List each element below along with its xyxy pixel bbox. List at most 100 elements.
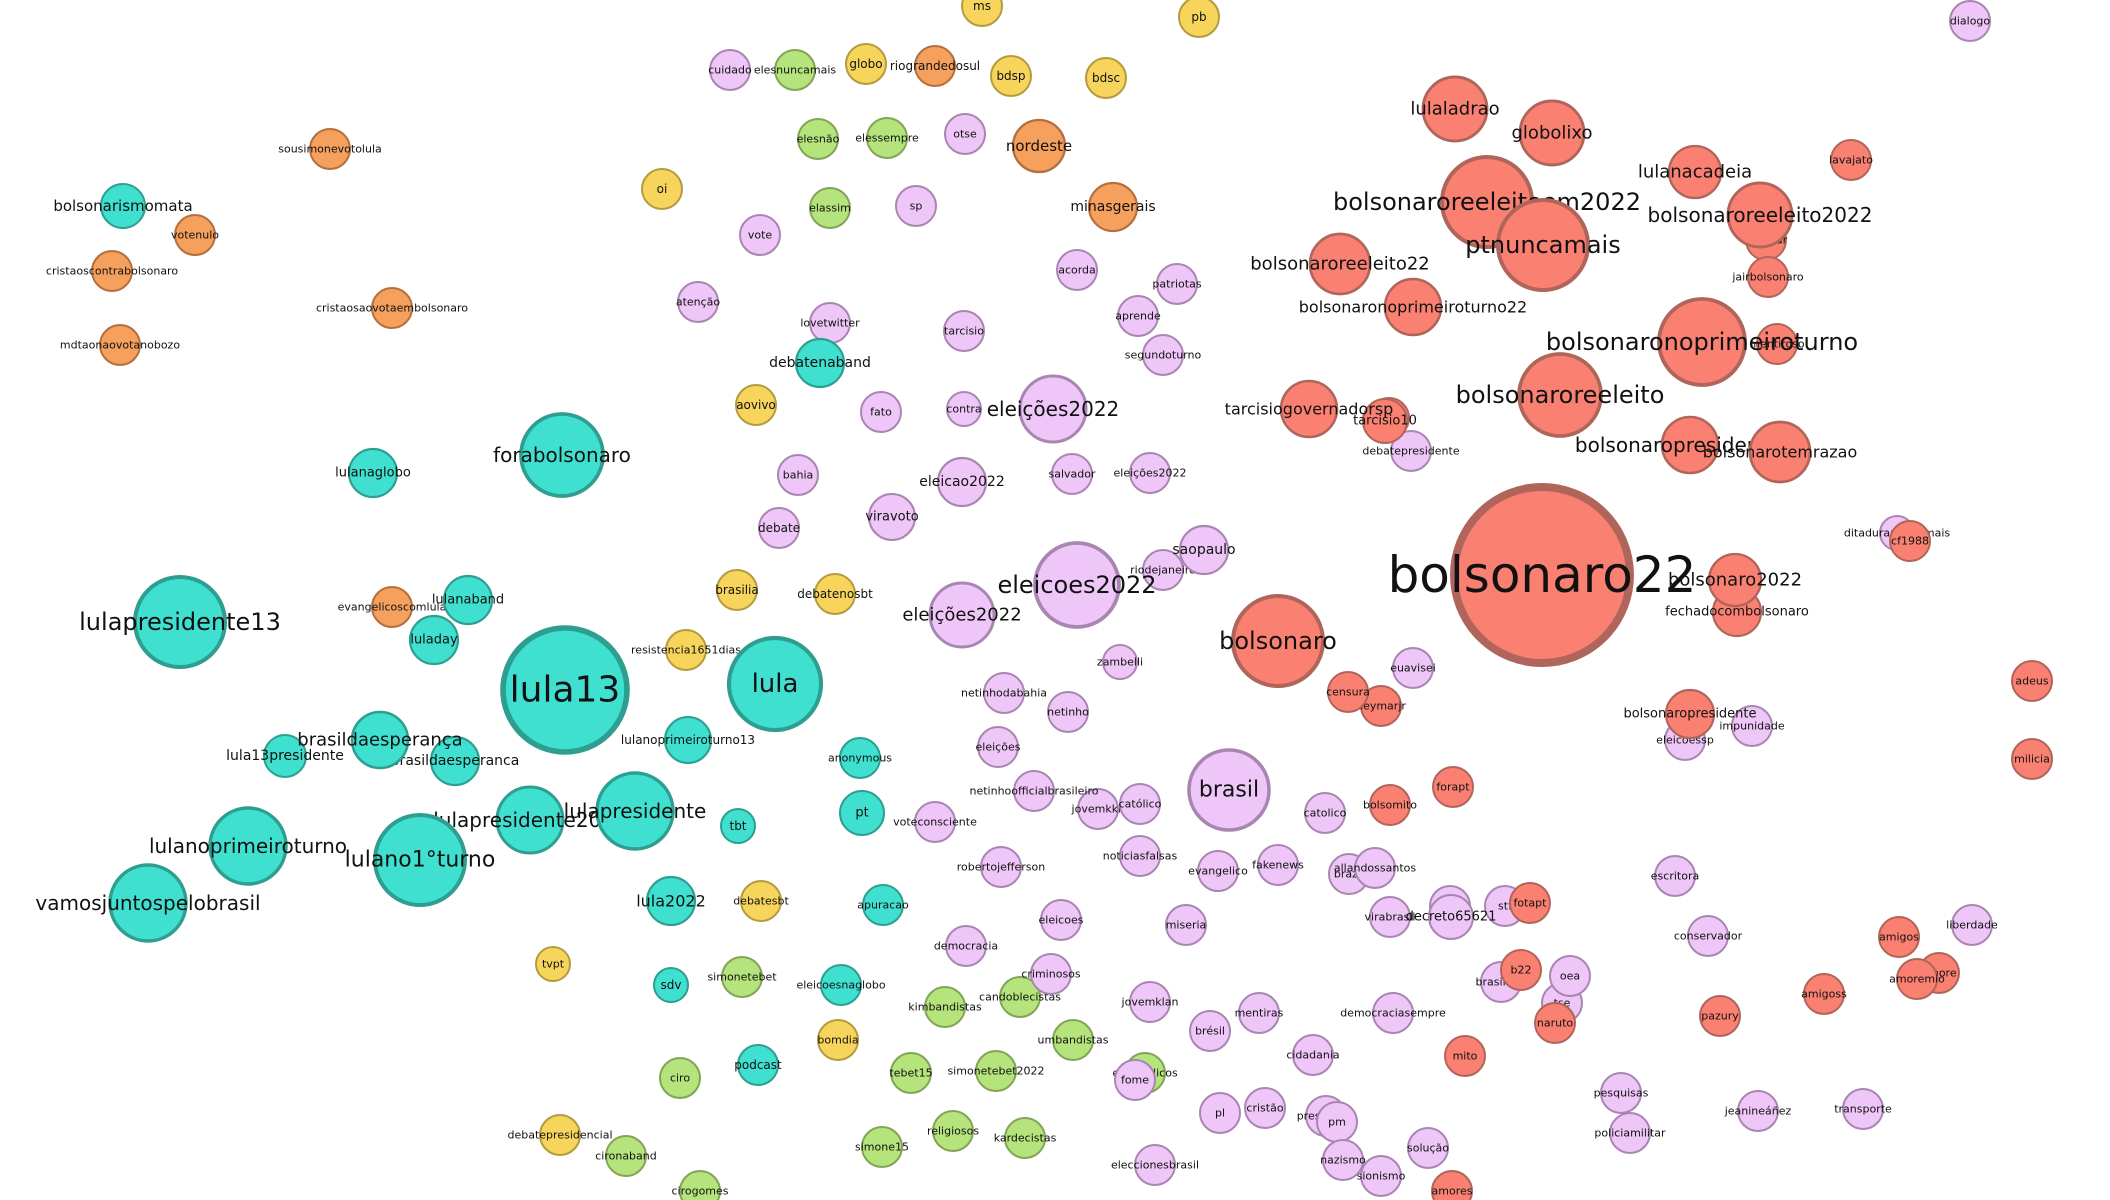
node-simonetebet-72: simonetebet (707, 957, 777, 997)
node-label: dialogo (1950, 15, 1991, 28)
node-lovetwitter-154: lovetwitter (800, 303, 860, 343)
node-forapt-179: forapt (1433, 767, 1473, 807)
node-label: forapt (1436, 781, 1470, 794)
node-conservador-139: conservador (1674, 916, 1743, 956)
node-label: tarcisiogovernadorsp (1225, 400, 1394, 419)
node-democracia-99: democracia (934, 926, 998, 966)
node-censura-177: censura (1326, 672, 1370, 712)
node-label: zambelli (1097, 656, 1143, 669)
node-label: jovemklan (1121, 996, 1179, 1009)
node-label: catolico (1304, 807, 1347, 820)
node-mentiras-112: mentiras (1235, 993, 1284, 1033)
node-label: nazismo (1320, 1154, 1366, 1167)
node-resistencia1651dias-54: resistencia1651dias (631, 630, 741, 670)
node-zambelli-91: zambelli (1097, 645, 1143, 679)
node-eleic-o-es-94: eleições (976, 727, 1021, 767)
node-fato-150: fato (861, 392, 901, 432)
node-label: lulanoprimeiroturno (149, 834, 347, 858)
node-label: lulanacadeia (1638, 162, 1752, 183)
node-label: elesnão (797, 133, 840, 146)
node-label: otse (953, 128, 977, 141)
node-label: tvpt (542, 958, 565, 971)
node-label: eleições2022 (1114, 467, 1187, 480)
node-label: cidadania (1286, 1049, 1339, 1062)
node-label: eleições2022 (987, 397, 1120, 421)
node-label: amigos (1879, 931, 1919, 944)
node-label: decreto65621 (1406, 910, 1497, 925)
node-riograndedosul-65: riograndedosul (890, 46, 980, 86)
node-acorda-142: acorda (1057, 250, 1097, 290)
node-lula2022-34: lula2022 (636, 877, 706, 925)
node-label: eleicoes (1039, 914, 1084, 927)
node-debatesbt-55: debatesbt (733, 881, 789, 921)
node-label: viravoto (865, 510, 918, 525)
node-bolsonarotemrazao-26: bolsonarotemrazao (1703, 422, 1858, 482)
node-elesnuncamais-79: elesnuncamais (754, 50, 837, 90)
node-escritora-128: escritora (1651, 856, 1699, 896)
node-crista-o-117: cristão (1245, 1088, 1285, 1128)
node-label: bolsonarismomata (53, 197, 192, 215)
node-label: simonetebet2022 (947, 1065, 1044, 1078)
node-label: eleicoesnaglobo (796, 979, 885, 992)
node-bomdia-57: bomdia (817, 1020, 858, 1060)
node-debatenosbt-52: debatenosbt (797, 574, 873, 614)
node-mito-165: mito (1445, 1036, 1485, 1076)
node-label: umbandistas (1038, 1034, 1109, 1047)
node-label: lulano1°turno (345, 848, 496, 873)
node-label: cristão (1246, 1102, 1283, 1115)
node-label: kardecistas (994, 1132, 1057, 1145)
node-soluc-a-o-125: solução (1407, 1128, 1449, 1168)
node-label: amores (1432, 1185, 1473, 1198)
node-label: apuracao (857, 899, 909, 912)
node-aovivo-53: aovivo (736, 385, 776, 425)
node-label: pazury (1701, 1010, 1739, 1023)
node-label: debatepresidencial (508, 1129, 613, 1142)
node-label: lula (752, 669, 799, 699)
node-umbandistas-84: umbandistas (1038, 1020, 1109, 1060)
node-label: netinhoofficialbrasileiro (970, 785, 1099, 798)
node-atenc-a-o-149: atenção (676, 282, 721, 322)
node-label: mdtaonaovotanobozo (60, 339, 180, 352)
node-lulapresidente-7: lulapresidente (564, 773, 707, 849)
node-robertojefferson-106: robertojefferson (957, 847, 1045, 887)
node-votenulo-66: votenulo (171, 215, 219, 255)
node-naruto-164: naruto (1535, 1003, 1575, 1043)
node-label: aprende (1115, 310, 1161, 323)
node-bre-sil-111: brésil (1190, 1011, 1230, 1051)
node-label: bolsonaro (1219, 627, 1337, 655)
node-bolsonaro22-0: bolsonaro22 (1388, 487, 1697, 663)
node-jairbolsonaro-182: jairbolsonaro (1731, 257, 1804, 297)
node-label: debatesbt (733, 895, 789, 908)
node-cuidado-148: cuidado (708, 50, 752, 90)
node-label: tbt (729, 819, 746, 833)
node-label: mentiras (1235, 1007, 1284, 1020)
node-label: elassim (809, 202, 851, 215)
node-tarcisio-153: tarcisio (944, 311, 984, 351)
node-label: eleições (976, 741, 1021, 754)
node-lulapresidente13-3: lulapresidente13 (79, 577, 281, 667)
node-label: euavisei (1390, 662, 1436, 675)
node-label: debate (758, 521, 800, 535)
node-sousimonevotolula-69: sousimonevotolula (278, 129, 382, 169)
node-label: fakenews (1252, 859, 1304, 872)
node-label: resistencia1651dias (631, 644, 741, 657)
node-label: conservador (1674, 930, 1743, 943)
node-label: eleicao2022 (919, 474, 1004, 490)
node-catolico-105: catolico (1304, 793, 1347, 833)
node-ms-63: ms (962, 0, 1002, 26)
node-cato-lico-104: católico (1119, 784, 1162, 824)
node-label: bolsonaroreeleito (1456, 381, 1665, 409)
node-label: bolsonaroreeleito2022 (1648, 203, 1873, 227)
node-label: elessempre (855, 132, 919, 145)
node-sdv-47: sdv (654, 968, 688, 1002)
node-tvpt-56: tvpt (536, 947, 570, 981)
node-label: debatenaband (769, 355, 871, 371)
node-globo-59: globo (846, 44, 886, 84)
node-aprende-144: aprende (1115, 296, 1161, 336)
node-label: cironaband (595, 1150, 657, 1163)
node-label: cuidado (708, 64, 752, 77)
node-democraciasempre-122: democraciasempre (1340, 993, 1446, 1033)
node-label: pt (855, 806, 868, 821)
node-label: brasildaesperanca (391, 753, 520, 769)
node-label: simone15 (855, 1141, 909, 1154)
